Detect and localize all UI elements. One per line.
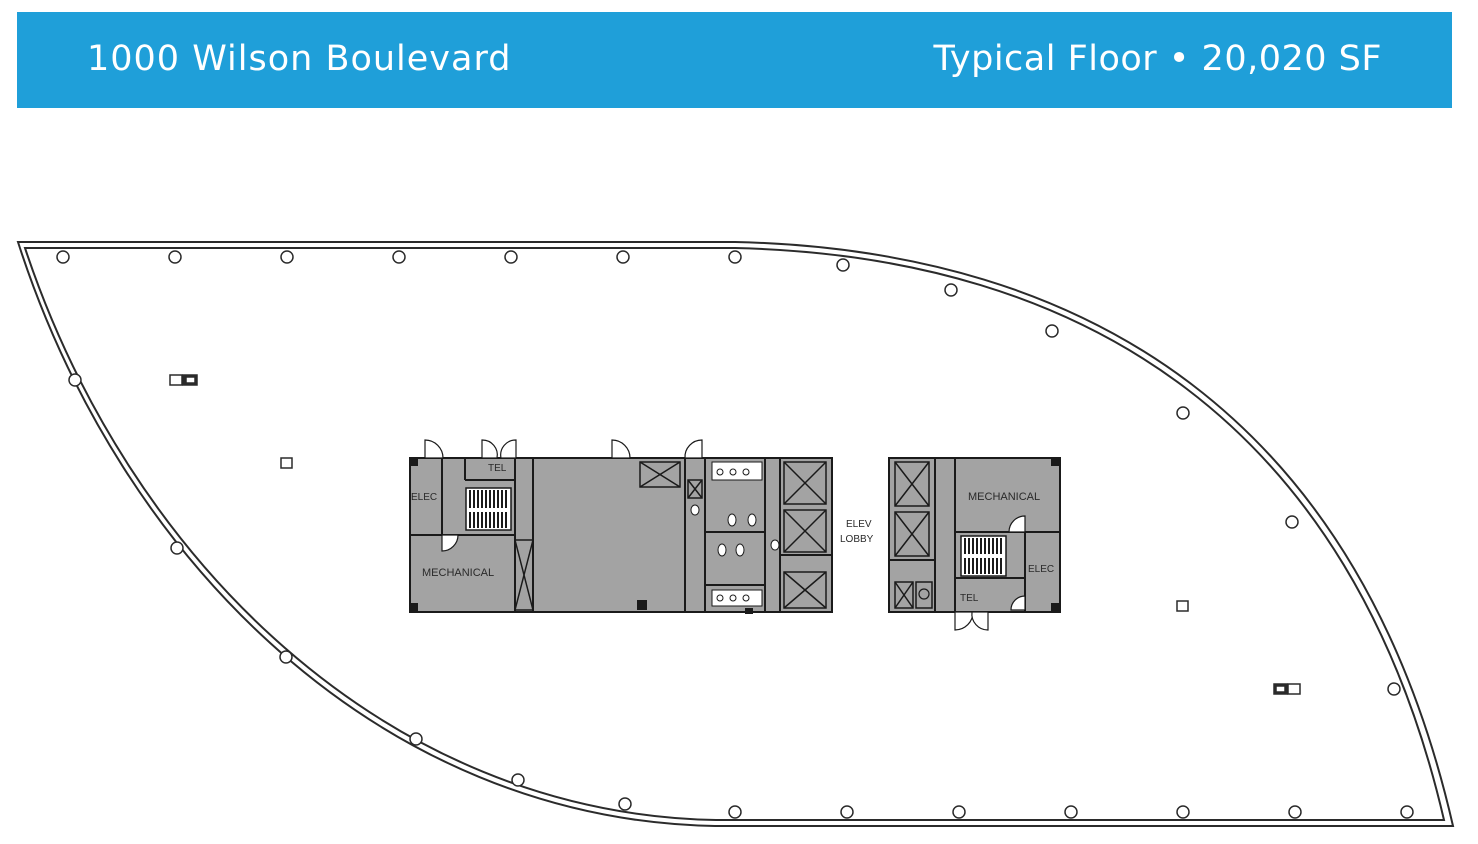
floor-info: Typical Floor • 20,020 SF xyxy=(933,39,1382,79)
column xyxy=(1285,515,1299,529)
elec-room-label-right: ELEC xyxy=(1028,564,1054,575)
building-outline-inner xyxy=(23,247,1446,821)
elev-lobby-label-line2: LOBBY xyxy=(840,534,874,545)
column xyxy=(504,250,518,264)
tel-room-label-right: TEL xyxy=(960,593,979,604)
header-banner: 1000 Wilson Boulevard Typical Floor • 20… xyxy=(17,12,1452,108)
column xyxy=(68,373,82,387)
column xyxy=(1387,682,1401,696)
tel-room-label-left: TEL xyxy=(488,463,507,474)
column xyxy=(840,805,854,819)
column xyxy=(168,250,182,264)
column xyxy=(1400,805,1414,819)
mechanical-room-label-left: MECHANICAL xyxy=(422,567,494,579)
column xyxy=(392,250,406,264)
right-core: MECHANICAL ELEC TEL xyxy=(888,457,1061,631)
elev-lobby-label-line1: ELEV xyxy=(846,519,872,530)
elec-room-label-left: ELEC xyxy=(411,492,437,503)
column xyxy=(1176,805,1190,819)
column xyxy=(728,805,742,819)
column xyxy=(836,258,850,272)
mechanical-room-label-right: MECHANICAL xyxy=(968,491,1040,503)
building-name: 1000 Wilson Boulevard xyxy=(87,39,512,79)
left-core: TEL ELEC MECHANICAL xyxy=(409,439,833,614)
column-markers xyxy=(56,250,1414,819)
column xyxy=(616,250,630,264)
column xyxy=(1064,805,1078,819)
building-outline-outer xyxy=(16,241,1455,827)
column xyxy=(511,773,525,787)
column xyxy=(280,250,294,264)
column xyxy=(1045,324,1059,338)
interior-posts xyxy=(169,374,1301,695)
column xyxy=(728,250,742,264)
column xyxy=(279,650,293,664)
column xyxy=(944,283,958,297)
column xyxy=(409,732,423,746)
column xyxy=(618,797,632,811)
column xyxy=(56,250,70,264)
column xyxy=(170,541,184,555)
column xyxy=(1288,805,1302,819)
column xyxy=(952,805,966,819)
column xyxy=(1176,406,1190,420)
